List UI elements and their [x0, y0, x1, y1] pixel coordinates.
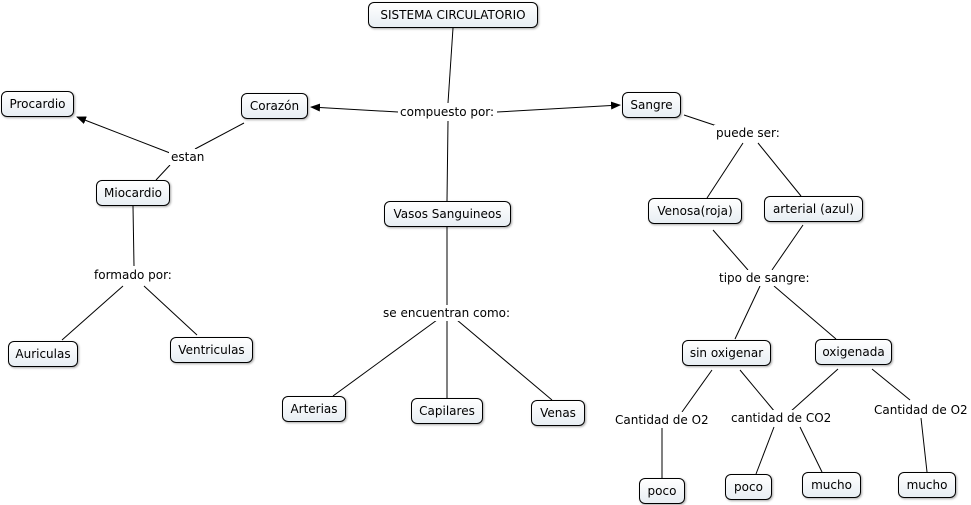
- link-o2-mucho: [920, 417, 928, 473]
- phrase-estan: estan: [169, 149, 207, 165]
- link-miocardio-formado: [132, 205, 135, 267]
- link-venosa-tipo: [712, 229, 749, 271]
- concept-miocardio[interactable]: Miocardio: [96, 180, 170, 206]
- concept-oxigenada[interactable]: oxigenada: [815, 339, 892, 365]
- link-formado-auriculas: [61, 285, 124, 341]
- concept-procardio[interactable]: Procardio: [1, 91, 74, 117]
- link-co2-poco: [755, 426, 775, 475]
- concept-auriculas[interactable]: Auriculas: [8, 341, 78, 367]
- concept-capilares[interactable]: Capilares: [411, 398, 483, 424]
- concept-mucho-right[interactable]: mucho: [898, 472, 956, 498]
- concept-ventriculas[interactable]: Ventriculas: [170, 337, 253, 363]
- link-encuentran-arterias: [332, 319, 438, 397]
- phrase-formado-por: formado por:: [92, 267, 174, 283]
- link-tipo-sinox: [734, 285, 761, 340]
- concept-sin-oxigenar[interactable]: sin oxigenar: [682, 340, 771, 366]
- concept-poco-left[interactable]: poco: [639, 478, 685, 504]
- concept-venas[interactable]: Venas: [531, 400, 585, 426]
- phrase-cantidad-co2: cantidad de CO2: [729, 410, 834, 426]
- link-corazon-estan: [194, 122, 245, 150]
- phrase-tipo-de-sangre: tipo de sangre:: [717, 270, 812, 286]
- arrow-compuesto-sangre: [496, 101, 621, 113]
- phrase-cantidad-o2-left: Cantidad de O2: [613, 412, 711, 428]
- phrase-puede-ser: puede ser:: [714, 125, 782, 141]
- concept-poco-center[interactable]: poco: [725, 474, 772, 500]
- phrase-compuesto-por: compuesto por:: [398, 104, 497, 120]
- link-tipo-oxigenada: [773, 285, 837, 340]
- concept-arterial-azul[interactable]: arterial (azul): [764, 196, 863, 222]
- concept-venosa-roja[interactable]: Venosa(roja): [648, 198, 742, 224]
- concept-mucho-center[interactable]: mucho: [802, 472, 861, 498]
- arrow-compuesto-corazon: [310, 103, 399, 113]
- concept-sangre[interactable]: Sangre: [622, 92, 681, 118]
- link-co2-mucho: [799, 426, 823, 473]
- link-sinox-co2: [739, 369, 776, 413]
- link-sistema-compuesto: [447, 27, 454, 104]
- concept-sistema-circulatorio[interactable]: SISTEMA CIRCULATORIO: [368, 2, 538, 28]
- link-compuesto-vasos: [446, 120, 449, 202]
- arrow-estan-procardio: [76, 116, 171, 154]
- phrase-se-encuentran-como: se encuentran como:: [381, 305, 513, 321]
- concept-corazon[interactable]: Corazón: [241, 93, 308, 119]
- link-encuentran-venas: [456, 319, 553, 401]
- phrase-cantidad-o2-right: Cantidad de O2: [872, 402, 970, 418]
- link-estan-miocardio: [155, 164, 171, 181]
- link-formado-ventriculas: [143, 285, 198, 336]
- link-oxigenada-co2: [789, 368, 839, 413]
- link-puede-arterial: [757, 142, 802, 197]
- link-oxigenada-o2: [871, 368, 911, 401]
- link-puede-venosa: [706, 142, 744, 199]
- concept-vasos-sanguineos[interactable]: Vasos Sanguineos: [384, 201, 511, 227]
- link-arterial-tipo: [771, 224, 804, 271]
- concept-arterias[interactable]: Arterias: [282, 396, 346, 422]
- link-sinox-o2: [681, 369, 713, 413]
